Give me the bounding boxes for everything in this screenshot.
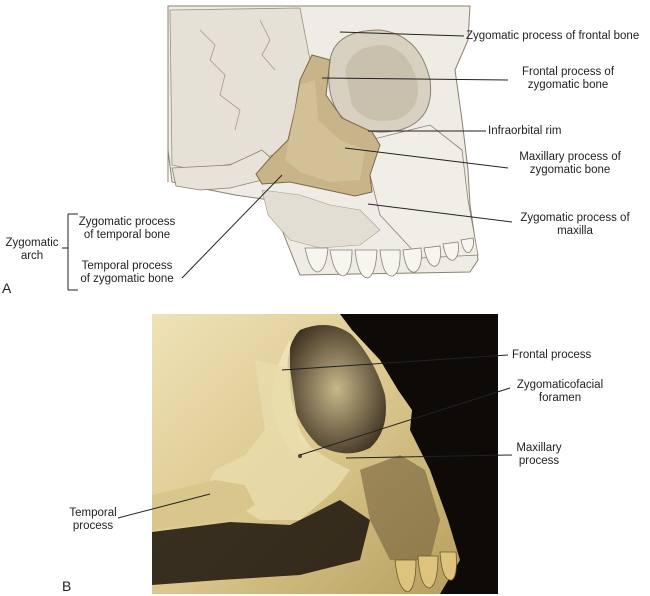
- label-line: process: [518, 455, 560, 467]
- panel-b-leader-lines: [117, 354, 513, 519]
- maxilla-shadow: [360, 455, 440, 560]
- label-maxillary-process-photo: Maxillary process: [504, 442, 574, 468]
- label-maxillary-process-zygomatic-bone: Maxillary process of zygomatic bone: [508, 151, 632, 177]
- label-line: zygomatic bone: [529, 164, 611, 176]
- label-zygomaticofacial-foramen: Zygomaticofacial foramen: [512, 379, 608, 405]
- label-line: Maxillary process of: [519, 151, 621, 163]
- teeth: [304, 237, 474, 279]
- label-frontal-process-photo: Frontal process: [512, 349, 592, 361]
- label-line: maxilla: [557, 225, 593, 237]
- label-line: zygomatic bone: [527, 79, 609, 91]
- orbit-photo: [287, 325, 386, 454]
- label-line: process: [72, 520, 114, 532]
- label-infraorbital-rim: Infraorbital rim: [488, 125, 562, 137]
- arch-shadow: [152, 500, 370, 585]
- zygomatic-bone-shade: [285, 80, 365, 182]
- zygomatic-body: [205, 360, 350, 520]
- panel-b-letter: B: [62, 578, 72, 594]
- orbit-inner-shadow: [345, 45, 419, 121]
- label-line: Frontal process of: [521, 66, 615, 78]
- label-line: of zygomatic bone: [80, 273, 174, 285]
- temporal-process-bone: [152, 480, 255, 530]
- maxilla: [369, 124, 479, 259]
- label-line: Zygomatic process of: [520, 212, 630, 224]
- panel-a-letter: A: [2, 280, 12, 296]
- label-temporal-process-zygomatic-bone: Temporal process of zygomatic bone: [74, 260, 180, 286]
- panel-a-leader-lines: [62, 31, 513, 291]
- label-line: arch: [20, 250, 44, 262]
- teeth-photo: [394, 551, 457, 593]
- label-zygomatic-process-frontal-bone: Zygomatic process of frontal bone: [466, 30, 640, 42]
- label-line: foramen: [538, 392, 582, 404]
- label-line: of temporal bone: [83, 229, 171, 241]
- label-zygomatic-arch: Zygomatic arch: [2, 237, 62, 263]
- label-frontal-process-zygomatic-bone: Frontal process of zygomatic bone: [509, 66, 627, 92]
- label-line: Temporal process: [81, 260, 173, 272]
- label-line: Maxillary: [516, 442, 562, 454]
- label-line: Zygomatic: [5, 237, 59, 249]
- label-line: Zygomaticofacial: [516, 379, 604, 391]
- suture-line: [199, 19, 276, 131]
- label-line: Zygomatic process: [78, 216, 176, 228]
- label-temporal-process-photo: Temporal process: [58, 507, 128, 533]
- label-zygomatic-process-maxilla: Zygomatic process of maxilla: [514, 212, 636, 238]
- label-zygomatic-process-temporal-bone: Zygomatic process of temporal bone: [74, 216, 180, 242]
- label-line: Temporal: [69, 507, 117, 519]
- lower-shadow: [261, 189, 381, 249]
